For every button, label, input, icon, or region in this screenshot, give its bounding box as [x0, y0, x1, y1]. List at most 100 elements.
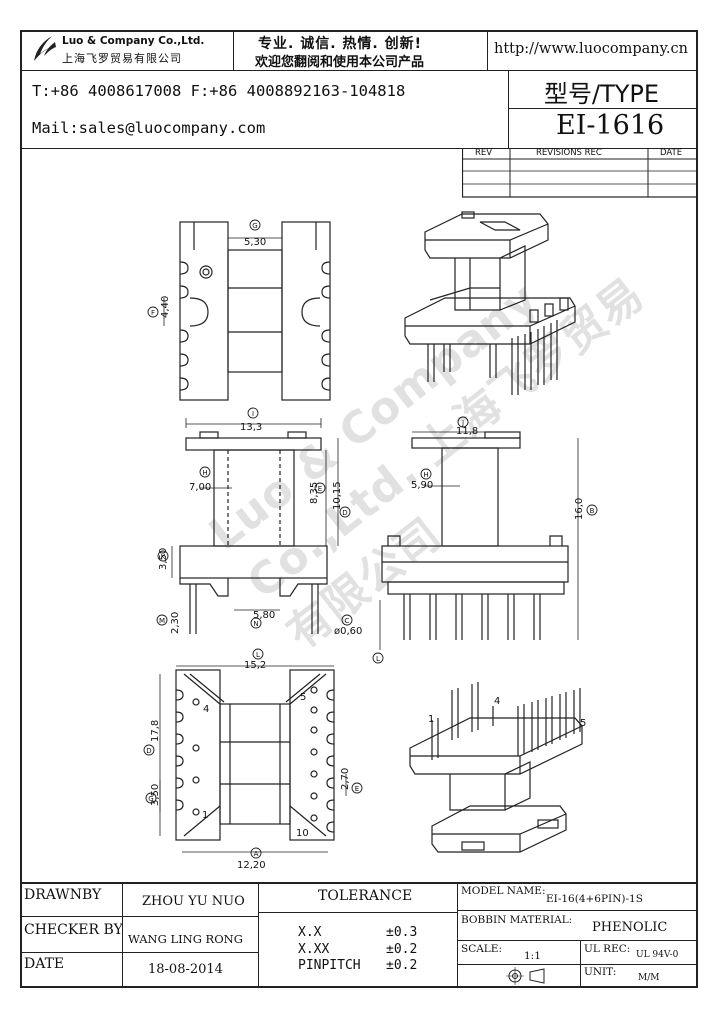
dim-5-30: 5,30 [244, 237, 266, 248]
type-label: 型号/TYPE [544, 80, 660, 108]
marker-d-bottom: D [146, 747, 151, 755]
marker-j: J [461, 419, 464, 427]
dim-15-2: 15,2 [244, 660, 266, 671]
scale-value: 1:1 [524, 950, 541, 962]
marker-f: F [151, 309, 155, 317]
checker-label: CHECKER BY [24, 922, 123, 938]
ul-vsep [580, 940, 581, 988]
revisions-col-rev: REV [475, 148, 493, 158]
marker-h-side: H [423, 471, 428, 479]
marker-d: D [342, 509, 347, 517]
mail-text: Mail:sales@luocompany.com [32, 119, 266, 137]
bobbin-label: BOBBIN MATERIAL: [461, 914, 573, 926]
bobbin-value: PHENOLIC [592, 920, 668, 935]
ul-value: UL 94V-0 [636, 950, 679, 960]
title-block-vsep-1 [122, 882, 123, 988]
dim-5-80: 5,80 [253, 610, 275, 621]
dim-16-0: 16,0 [574, 498, 585, 520]
dim-7-00: 7,00 [189, 482, 211, 493]
front-elevation-view [171, 418, 339, 634]
bottom-plan-view [159, 665, 347, 853]
marker-g-top: G [252, 222, 257, 230]
company-logo-icon [34, 36, 56, 61]
bobbin-divider [457, 940, 698, 941]
title-block-row-2 [20, 952, 258, 953]
header-vsep-1 [233, 30, 234, 70]
projection-symbol-icon [506, 967, 545, 985]
drawing-sheet [20, 30, 698, 988]
tolerance-divider [258, 912, 457, 913]
phone-fax-text: T:+86 4008617008 F:+86 4008892163-104818 [32, 82, 406, 100]
date-value: 18-08-2014 [148, 962, 223, 977]
title-block-top-border [20, 882, 698, 884]
company-name-en: Luo & Company Co.,Ltd. [62, 35, 205, 47]
tol-xx-value: ±0.3 [386, 925, 418, 940]
scale-divider [457, 964, 698, 965]
type-value: EI-1616 [556, 110, 665, 141]
marker-b: B [590, 507, 595, 515]
marker-e-bottom: E [355, 785, 359, 793]
company-name-cn: 上海飞罗贸易有限公司 [62, 52, 182, 65]
iso-pin-label-4: 4 [494, 696, 500, 707]
marker-n: N [253, 620, 258, 628]
side-elevation-view [379, 431, 579, 650]
title-block-vsep-3 [457, 882, 458, 988]
dim-13-3: 13,3 [240, 422, 262, 433]
dim-3-50-front: 3,50 [158, 548, 169, 570]
tol-xx-label: X.X [298, 925, 322, 940]
title-block-vsep-2 [258, 882, 259, 988]
unit-value: M/M [638, 973, 660, 983]
model-label: MODEL NAME: [461, 885, 546, 897]
dim-8-35: 8,35 [309, 482, 320, 504]
marker-l: L [376, 655, 380, 663]
dim-2-30: 2,30 [170, 612, 181, 634]
slogan-line-2: 欢迎您翻阅和使用本公司产品 [255, 55, 425, 70]
checker-value: WANG LING RONG [128, 932, 243, 946]
marker-c: C [345, 617, 350, 625]
iso-pin-label-1: 1 [428, 714, 434, 725]
marker-i: I [252, 410, 254, 418]
revisions-table [462, 148, 698, 198]
dim-2-70: 2,70 [340, 768, 351, 790]
ul-label: UL REC: [584, 943, 631, 955]
title-block-row-1 [20, 916, 258, 917]
website-url: http://www.luocompany.cn [494, 41, 688, 57]
isometric-view-top [404, 211, 576, 395]
model-value: EI-16(4+6PIN)-1S [546, 893, 643, 905]
pin-label-10: 10 [296, 828, 309, 839]
marker-m: M [159, 617, 165, 625]
dim-4-40: 4,40 [160, 296, 171, 318]
tolerance-label: TOLERANCE [318, 888, 413, 904]
slogan-line-1: 专业. 诚信. 热情. 创新! [258, 36, 422, 52]
marker-e: E [318, 485, 322, 493]
type-box-divider [508, 108, 698, 109]
type-box-left-border [508, 70, 509, 148]
revisions-col-rec: REVISIONS REC [536, 148, 602, 158]
marker-k: K [161, 553, 166, 561]
dim-pin-dia: ø0,60 [334, 626, 362, 637]
date-label: DATE [24, 956, 65, 972]
scale-label: SCALE: [461, 943, 502, 955]
pin-label-5: 5 [300, 692, 306, 703]
pin-label-1: 1 [202, 810, 208, 821]
revisions-col-date: DATE [660, 148, 683, 158]
dim-17-8: 17,8 [150, 720, 161, 742]
header-vsep-2 [487, 30, 488, 70]
contact-bottom-border [20, 148, 698, 149]
tol-pin-value: ±0.2 [386, 958, 418, 973]
iso-pin-label-5: 5 [580, 718, 586, 729]
dim-5-90: 5,90 [411, 480, 433, 491]
isometric-view-bottom [409, 682, 583, 853]
marker-g-bottom: G [148, 795, 153, 803]
unit-label: UNIT: [584, 966, 617, 978]
tol-xxx-value: ±0.2 [386, 942, 418, 957]
dim-12-20: 12,20 [237, 860, 266, 871]
marker-a: A [254, 850, 259, 858]
dim-3-50-bottom: 3,50 [150, 784, 161, 806]
pin-label-4: 4 [203, 704, 209, 715]
marker-l-bottom: L [256, 651, 260, 659]
drawnby-value: ZHOU YU NUO [142, 894, 245, 909]
dim-11-8: 11,8 [456, 426, 478, 437]
technical-drawing: 5,30 4,40 13,3 7,00 8,35 10,15 3,50 2,30… [143, 211, 598, 871]
dim-10-15: 10,15 [332, 481, 343, 510]
